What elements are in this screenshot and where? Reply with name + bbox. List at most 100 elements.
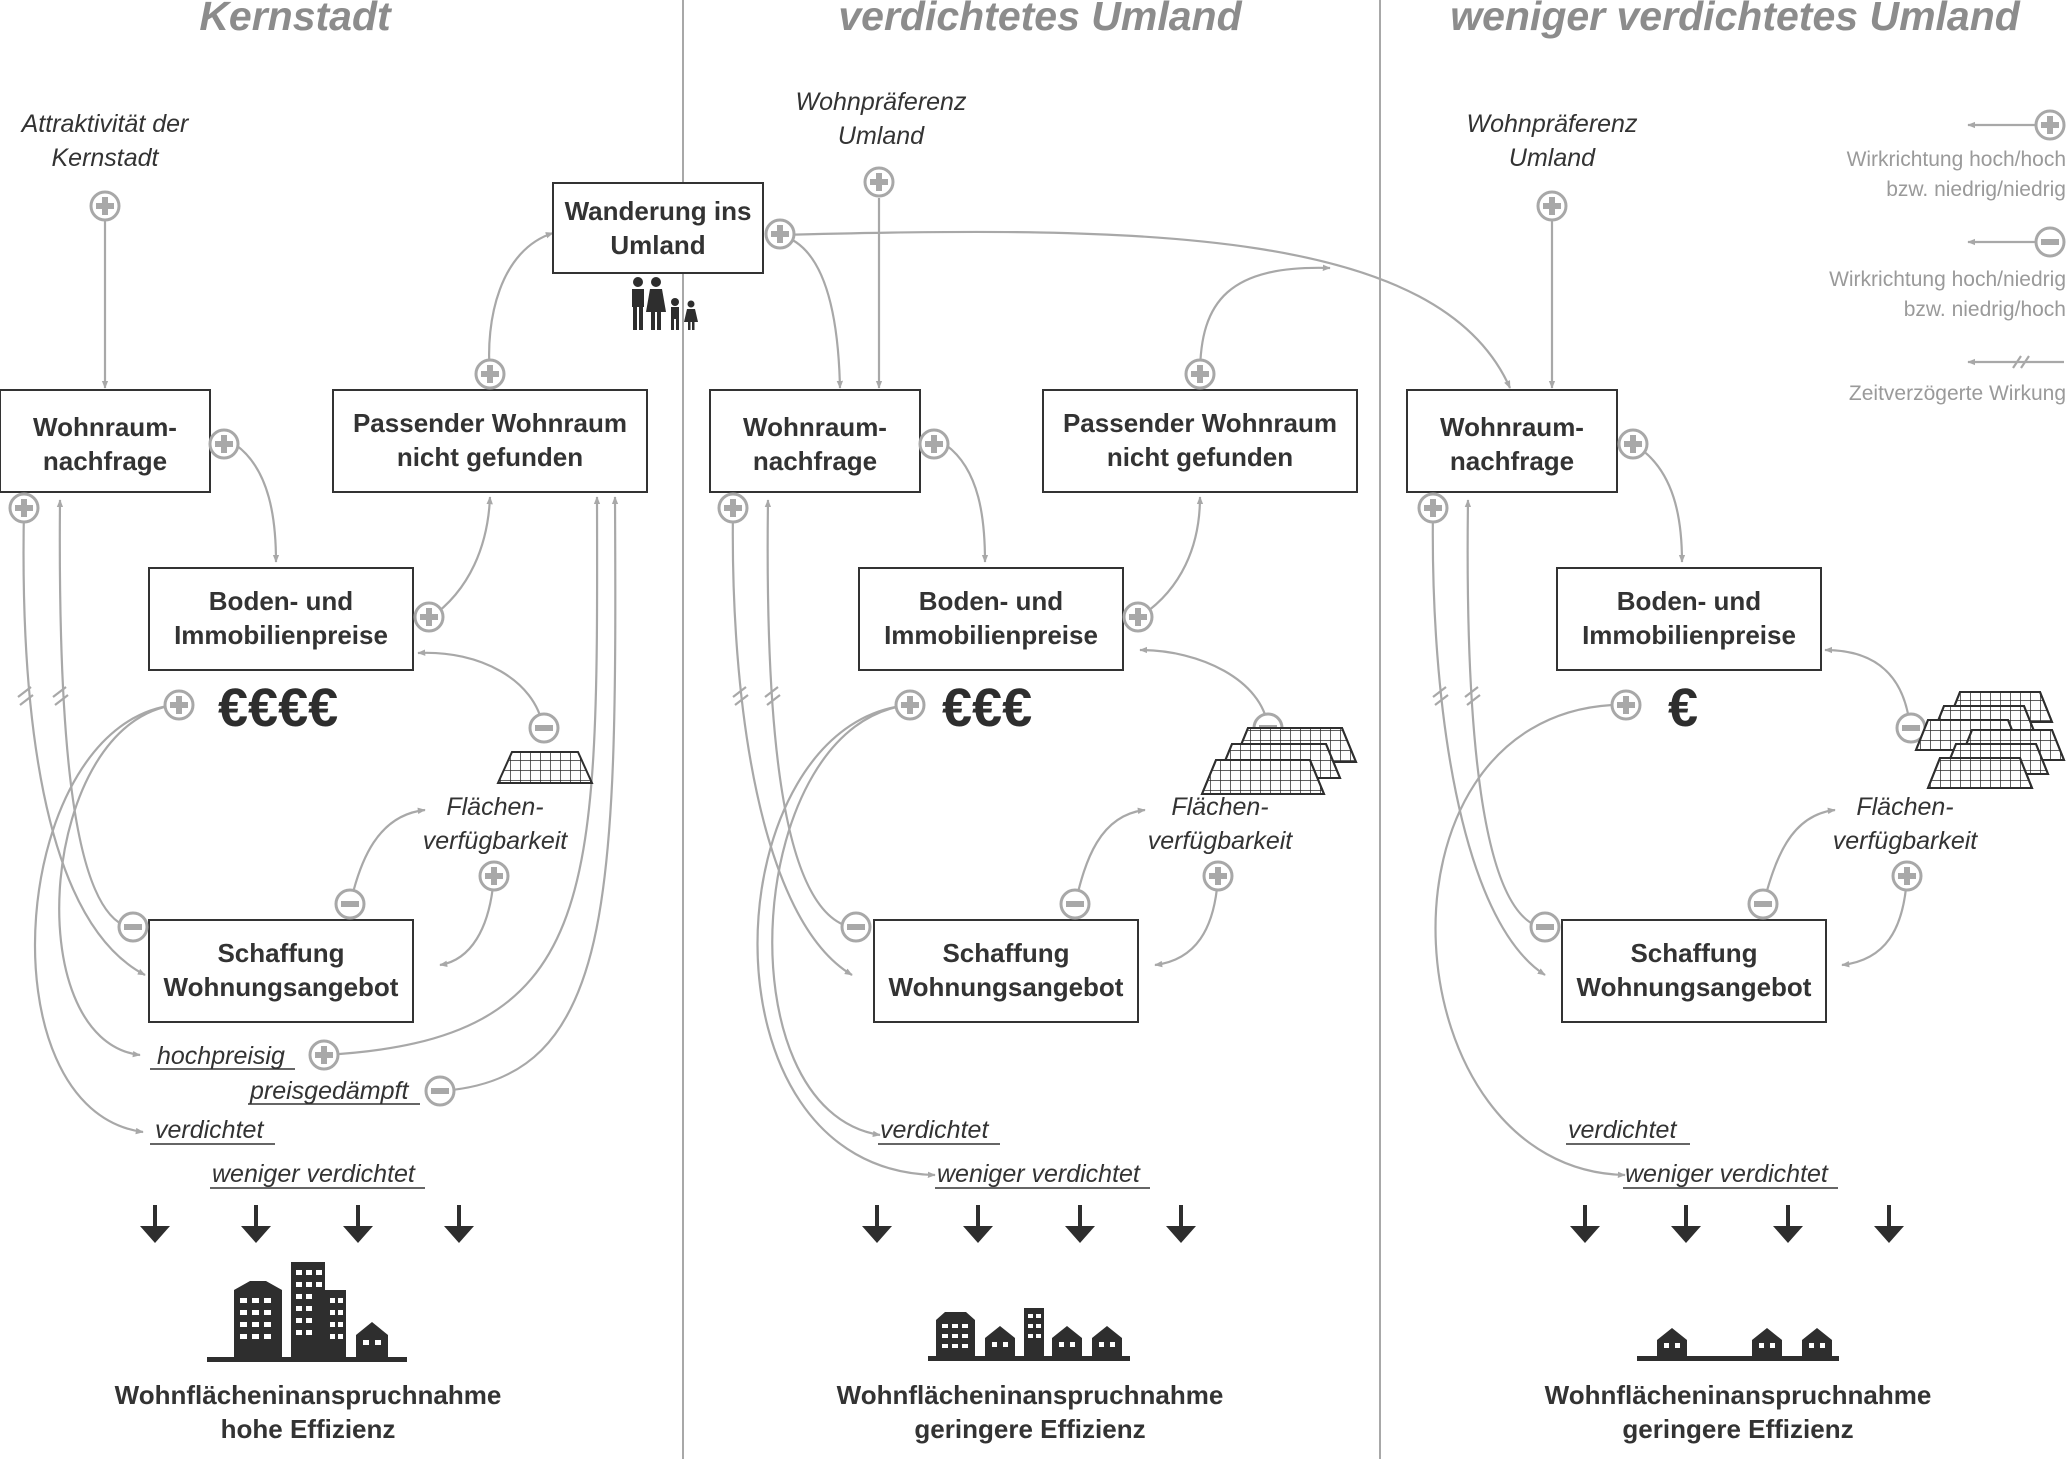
delay-mark-umland-2 [764,686,781,706]
flow-umland-supply-to-area [1073,807,1146,906]
kernstadt-unmatched-label-1: Passender Wohnraum [353,408,627,438]
down-arrow-icon [343,1205,373,1243]
weniger-supply-label-1: Schaffung [1630,938,1757,968]
flow-umland-prices-to-weniger-verdichtet [756,703,936,1179]
flow-weniger-prices-to-outcomes [1434,703,1626,1179]
flow-umland-demand-to-prices [945,444,989,563]
box-kernstadt-supply [148,919,414,1023]
flow-supply-to-area [348,807,426,906]
down-arrow-icon [241,1205,271,1243]
family-icon [632,277,698,330]
flow-umland-prices-to-unmatched [1137,496,1204,619]
legend-minus-text-2: bzw. niedrig/hoch [1904,298,2066,321]
flow-weniger-area-to-supply [1841,875,1909,968]
weniger-demand-label-2: nachfrage [1450,446,1574,476]
flow-lines [17,121,2064,1179]
box-umland-prices [858,567,1124,671]
migration-label-2: Umland [610,230,705,260]
umland-outcome-verdichtet: verdichtet [880,1116,989,1144]
weniger-driver-label-2: Umland [1509,144,1596,172]
box-weniger-supply [1561,919,1827,1023]
box-kernstadt-prices [148,567,414,671]
migration-label-1: Wanderung ins [565,196,752,226]
flow-hochpreisig-to-unmatched [323,496,601,1057]
flow-migration-to-umland-demand [779,233,844,389]
flow-umland-unmatched-to-weniger [1198,264,1331,376]
flow-weniger-area-to-prices [1824,646,1912,728]
umland-demand-label-2: nachfrage [753,446,877,476]
flow-demand-to-prices [235,444,280,563]
polarity-minus-kernstadt-supply-to-area [334,888,366,920]
delay-mark-weniger-1 [1432,686,1449,706]
flow-weniger-demand-to-prices [1634,444,1686,563]
umland-result-label-2: geringere Effizienz [914,1414,1145,1444]
down-arrow-icon [1570,1205,1600,1243]
legend: Wirkrichtung hoch/hoch bzw. niedrig/nied… [1829,148,2066,405]
kernstadt-price-level: €€€€ [218,678,338,738]
kernstadt-result-label-2: hohe Effizienz [221,1414,396,1444]
polarity-minus-weniger-supply-to-demand [1529,911,1561,943]
polarity-plus-kernstadt-prices-to-outcomes [163,689,195,721]
umland-supply-label-2: Wohnungsangebot [889,972,1124,1002]
kernstadt-outcome-hochpreisig: hochpreisig [157,1042,285,1070]
legend-plus-text-2: bzw. niedrig/niedrig [1886,178,2066,201]
umland-price-level: €€€ [942,678,1032,738]
kernstadt-area-label-1: Flächen- [446,793,543,821]
umland-demand-label-1: Wohnraum- [743,412,887,442]
box-umland-unmatched [1042,389,1358,493]
box-weniger-demand [1406,389,1618,493]
polarity-minus-weniger-supply-to-area [1747,888,1779,920]
down-arrow-icon [1166,1205,1196,1243]
polarity-minus-kernstadt-supply-to-demand [117,911,149,943]
kernstadt-supply-label-1: Schaffung [217,938,344,968]
polarity-minus-umland-supply-to-area [1059,888,1091,920]
umland-area-label-2: verfügbarkeit [1148,827,1294,855]
down-arrow-icon [963,1205,993,1243]
kernstadt-result-label-1: Wohnflächeninanspruchnahme [115,1380,502,1410]
delay-mark-kernstadt-1 [17,686,34,706]
polarity-plus-weniger-prices-to-outcomes [1610,689,1642,721]
down-arrow-icon [1874,1205,1904,1243]
down-arrow-icon [140,1205,170,1243]
box-umland-supply [873,919,1139,1023]
down-arrow-icon [444,1205,474,1243]
flow-preisgedaempft-to-unmatched [439,496,619,1093]
down-arrow-icon [862,1205,892,1243]
weniger-supply-label-2: Wohnungsangebot [1577,972,1812,1002]
flow-weniger-supply-to-demand [1464,499,1546,930]
legend-delay-mark [2012,355,2030,369]
polarity-plus-kernstadt-prices-to-unmatched [413,601,445,633]
flow-weniger-supply-to-area [1761,807,1836,906]
kernstadt-unmatched-label-2: nicht gefunden [397,442,583,472]
down-arrow-icon [1773,1205,1803,1243]
flow-supply-to-demand [56,499,134,930]
kernstadt-supply-label-2: Wohnungsangebot [164,972,399,1002]
polarity-plus-weniger-demand-to-supply [1417,492,1449,524]
flow-weniger-demand-to-supply [1431,507,1546,976]
polarity-plus-migration-out [764,218,796,250]
kernstadt-outcome-weniger-verdichtet: weniger verdichtet [212,1160,416,1188]
polarity-plus-kernstadt-demand-to-prices [208,428,240,460]
polarity-minus-kernstadt-preisgedaempft [424,1075,456,1107]
delay-mark-kernstadt-2 [52,686,69,706]
kernstadt-area-label-2: verfügbarkeit [423,827,569,855]
kernstadt-prices-label-1: Boden- und [209,586,353,616]
kernstadt-outcome-preisgedaempft: preisgedämpft [249,1077,409,1105]
weniger-price-level: € [1668,678,1698,738]
polarity-plus-kernstadt-demand-to-supply [8,492,40,524]
weniger-demand-label-1: Wohnraum- [1440,412,1584,442]
kernstadt-demand-label-2: nachfrage [43,446,167,476]
flow-prices-to-hochpreisig [58,703,177,1058]
kernstadt-outcome-verdichtet: verdichtet [155,1116,264,1144]
polarity-plus-legend-plus [2034,109,2066,141]
polarity-plus-umland-preference [863,166,895,198]
kernstadt-driver-label-2: Kernstadt [51,144,159,172]
legend-plus-text-1: Wirkrichtung hoch/hoch [1847,148,2066,171]
umland-area-label-1: Flächen- [1171,793,1268,821]
weniger-result-label-2: geringere Effizienz [1622,1414,1853,1444]
flow-demand-to-supply [22,507,146,976]
land-grid-many-icon [1914,691,2066,789]
weniger-outcome-verdichtet: verdichtet [1568,1116,1677,1144]
weniger-driver-label-1: Wohnpräferenz [1467,110,1638,138]
